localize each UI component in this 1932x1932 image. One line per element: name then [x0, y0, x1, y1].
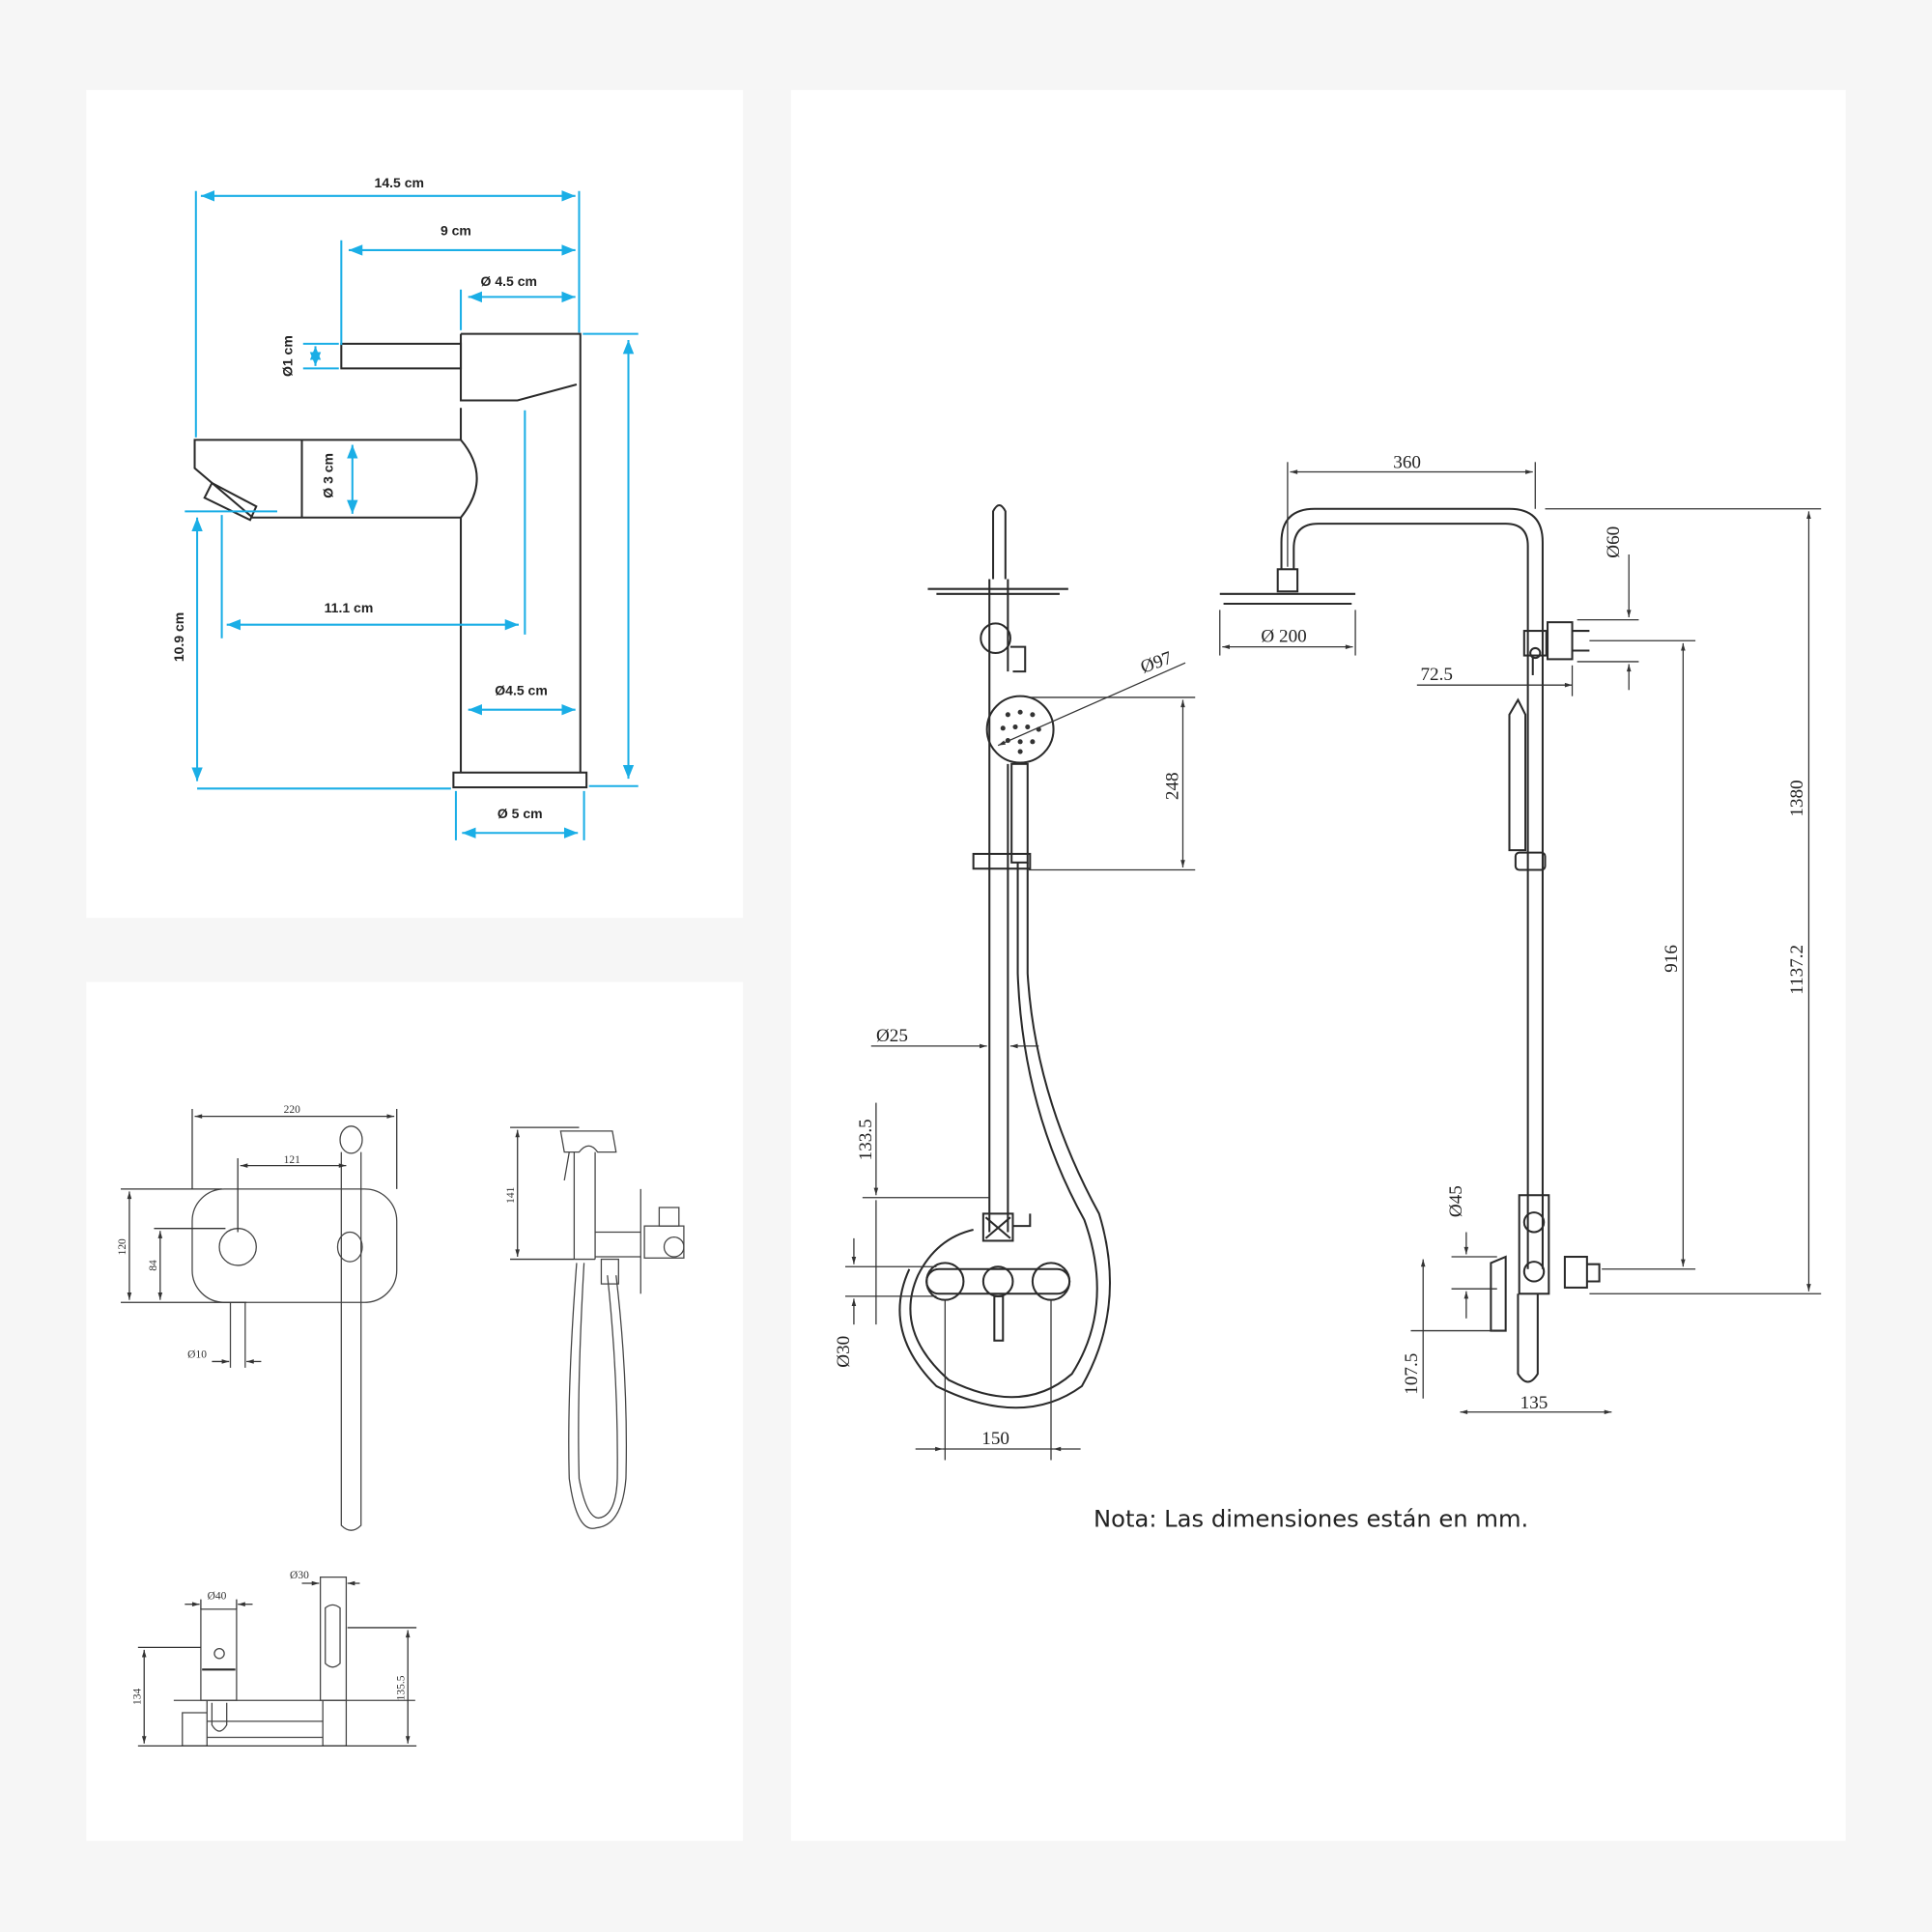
shower-front-view: Ø97 248 Ø25 133.5 Ø30 150 [834, 503, 1196, 1461]
label-mixer-depth: 135 [1520, 1393, 1548, 1413]
label-body-diameter: Ø4.5 cm [495, 682, 548, 697]
label-mixer-diameter: Ø30 [834, 1336, 854, 1368]
label-rod-diameter: Ø25 [876, 1026, 908, 1046]
label-inlet-spacing: 150 [981, 1429, 1009, 1449]
label-body-height: 134 [131, 1689, 143, 1705]
label-plate-width: 220 [284, 1104, 300, 1116]
bidet-front-view: 220 121 120 84 Ø10 [117, 1104, 398, 1531]
label-plate-height: 120 [117, 1238, 128, 1255]
label-handle-reach: 9 cm [440, 223, 471, 239]
label-spout-diameter: Ø10 [187, 1350, 207, 1361]
shower-side-view: 360 Ø 200 Ø60 72.5 1380 1137.2 916 Ø45 1… [1219, 453, 1822, 1415]
label-slide-height: 916 [1662, 945, 1682, 973]
label-spout-height: 10.9 cm [171, 612, 186, 662]
label-mixer-to-rod: 133.5 [856, 1119, 876, 1160]
label-total-height: 1380 [1787, 780, 1807, 816]
label-overall-width: 14.5 cm [375, 175, 424, 190]
label-spout-reach: 11.1 cm [325, 600, 374, 615]
dimensions-note: Nota: Las dimensiones están en mm. [1094, 1505, 1528, 1532]
label-hand-shower-height: 141 [505, 1186, 517, 1203]
label-holder-diameter: Ø30 [290, 1570, 309, 1581]
faucet-drawing: 14.5 cm 9 cm Ø 4.5 cm Ø1 cm Ø 3 cm 10.9 … [171, 175, 639, 840]
label-arm-reach: 360 [1393, 453, 1421, 473]
label-base-diameter: Ø 5 cm [497, 806, 543, 821]
label-top-diameter: Ø 4.5 cm [481, 273, 537, 289]
label-knob-height: 84 [148, 1260, 159, 1271]
bidet-side-view: 141 [505, 1126, 685, 1529]
label-body-diameter: Ø40 [208, 1591, 227, 1603]
label-spout-diameter: Ø 3 cm [320, 453, 335, 498]
label-bracket-offset: 72.5 [1421, 665, 1453, 685]
label-hand-shower-length: 248 [1162, 772, 1182, 800]
bidet-top-view: Ø40 Ø30 134 135.5 [131, 1570, 417, 1747]
faucet-panel [86, 90, 744, 919]
label-lever-diameter: Ø1 cm [279, 335, 295, 377]
label-outlet-diameter: Ø45 [1446, 1185, 1466, 1217]
label-bracket-diameter: Ø60 [1604, 526, 1624, 558]
label-head-diameter: Ø 200 [1261, 627, 1306, 647]
label-column-height: 1137.2 [1787, 945, 1807, 995]
label-holder-height: 135.5 [395, 1675, 407, 1700]
shower-panel [790, 90, 1846, 1841]
label-outlet-height: 107.5 [1402, 1353, 1422, 1395]
bidet-panel [86, 981, 744, 1841]
label-spacing: 121 [284, 1154, 300, 1166]
